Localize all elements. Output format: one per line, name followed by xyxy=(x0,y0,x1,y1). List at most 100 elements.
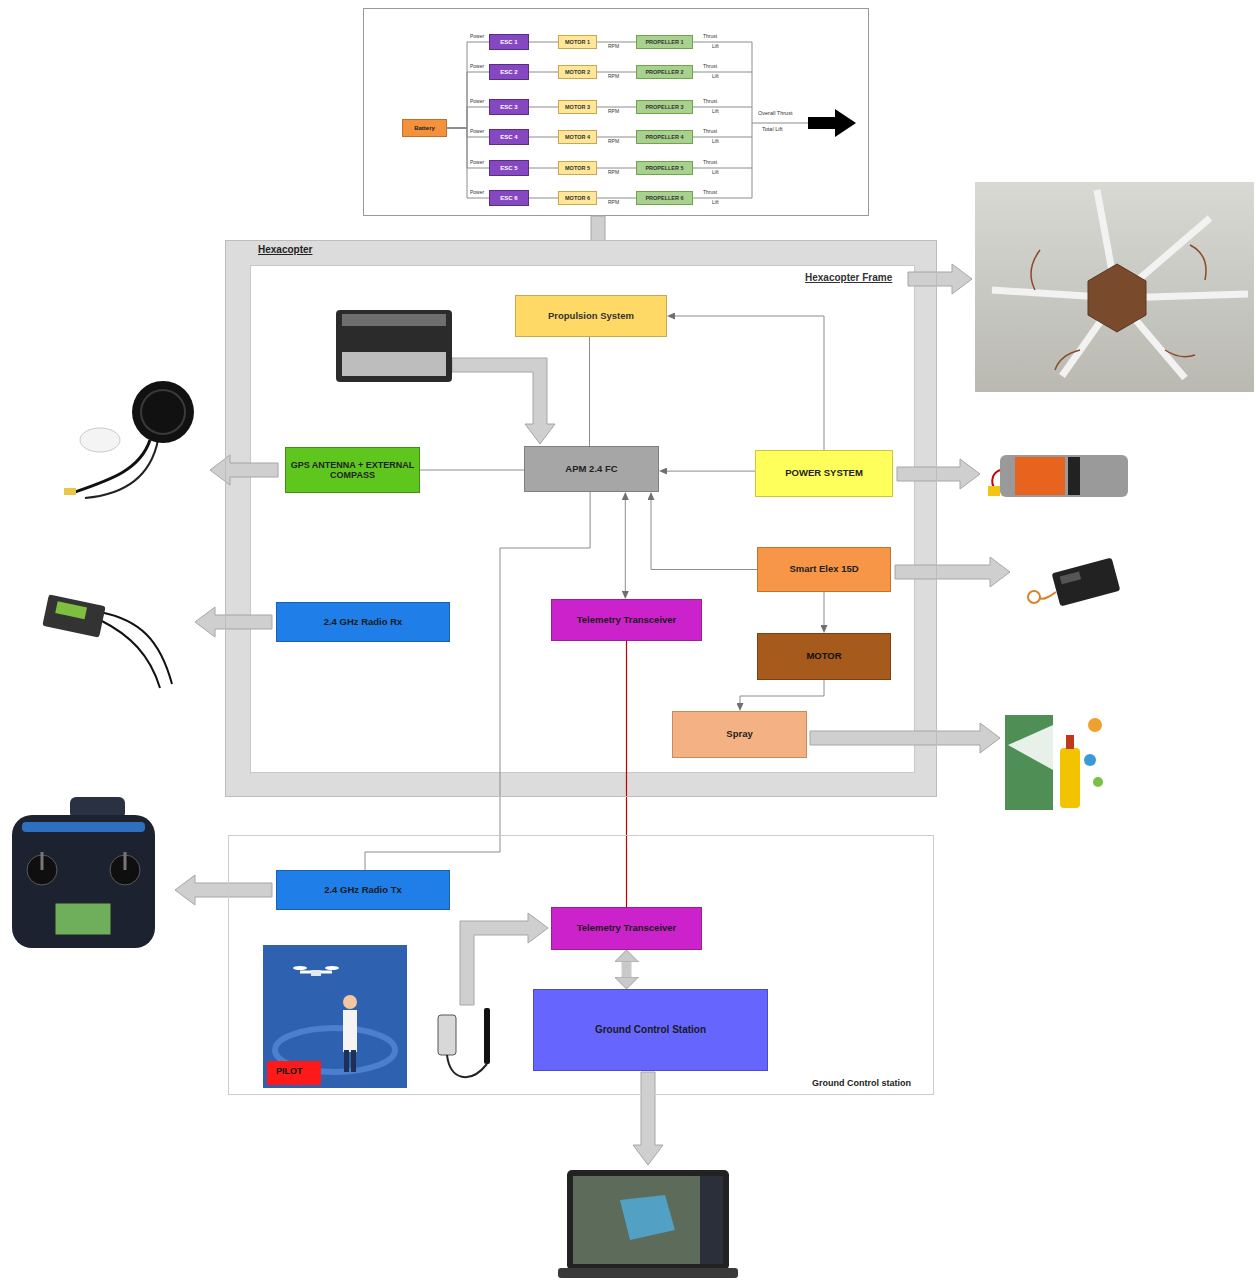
connector xyxy=(447,72,489,128)
connector xyxy=(667,471,755,472)
laptop-base xyxy=(558,1268,738,1278)
band-heading: Hexacopter xyxy=(258,244,312,255)
rx-sticker xyxy=(55,601,87,619)
gps-puck-ring xyxy=(141,390,185,434)
pilot-body xyxy=(343,1010,357,1052)
signal-label: Lift xyxy=(712,44,719,50)
rx-body xyxy=(42,594,105,637)
drone-rotor xyxy=(325,966,339,970)
phone-cable xyxy=(447,1055,487,1077)
connector xyxy=(529,42,558,43)
signal-label: Thrust xyxy=(703,34,717,40)
battery-photo xyxy=(1000,455,1128,497)
gps-mount xyxy=(80,428,120,452)
connector xyxy=(365,492,590,870)
signal-label: Power xyxy=(470,129,484,135)
connector xyxy=(675,316,824,450)
sprayer-nozzle xyxy=(1066,735,1074,749)
system-band: HexacopterPropulsion SystemAPM 2.4 FC GPS… xyxy=(225,240,937,797)
connector xyxy=(597,137,636,138)
connector xyxy=(622,962,632,977)
box-label: GPS ANTENNA + EXTERNAL COMPASS xyxy=(289,460,416,481)
signal-label: Power xyxy=(470,64,484,70)
mission-area xyxy=(620,1195,675,1240)
box-label: MOTOR 2 xyxy=(565,69,590,75)
sprayer-bottle xyxy=(1060,748,1080,808)
connector xyxy=(625,500,626,591)
connector xyxy=(597,198,636,199)
thrust-bus xyxy=(752,42,753,198)
box-label: APM 2.4 FC xyxy=(565,464,617,475)
signal-label: RPM xyxy=(608,200,619,206)
motor-box: MOTOR 1 xyxy=(558,35,597,49)
station-band: Ground Control station2.4 GHz Radio TxTe… xyxy=(228,835,934,1095)
laptop-map xyxy=(573,1176,723,1264)
thrust-wire xyxy=(693,72,752,73)
block-arrow xyxy=(195,607,272,637)
box-label: ESC 5 xyxy=(500,165,517,172)
block-arrow xyxy=(908,264,972,294)
apm-photo xyxy=(336,310,452,382)
gps-connector xyxy=(64,488,76,495)
radio-box: 2.4 GHz Radio Tx xyxy=(276,870,450,910)
signal-label: Thrust xyxy=(703,64,717,70)
box-label: ESC 1 xyxy=(500,39,517,46)
process-box: Smart Elex 15D xyxy=(757,547,891,592)
tx-screen xyxy=(55,903,111,935)
signal-label: Power xyxy=(470,34,484,40)
output-label: Overall Thrust xyxy=(758,110,792,116)
inset-panel xyxy=(364,9,869,216)
connector xyxy=(529,168,558,169)
signal-label: Power xyxy=(470,190,484,196)
thrust-wire xyxy=(693,137,752,138)
process-box: Propulsion System xyxy=(515,295,667,337)
drone-body xyxy=(311,970,321,976)
pilot-tag xyxy=(267,1061,321,1085)
signal-label: Thrust xyxy=(703,190,717,196)
signal-label: Power xyxy=(470,160,484,166)
telemetry-box: Telemetry Transceiver xyxy=(551,599,702,641)
spray-photo xyxy=(1005,715,1053,810)
thrust-wire xyxy=(693,198,752,199)
phone-icon xyxy=(438,1015,456,1055)
sensor-wire xyxy=(1040,592,1056,599)
rx-antenna xyxy=(100,612,172,684)
box-label: POWER SYSTEM xyxy=(785,468,863,479)
thrust-wire xyxy=(752,123,808,124)
thrust-wire xyxy=(693,42,752,43)
propeller-box: PROPELLER 4 xyxy=(636,130,693,144)
connector xyxy=(447,128,489,168)
esc-box: ESC 4 xyxy=(489,129,529,145)
thrust-wire xyxy=(693,168,752,169)
propeller-box: PROPELLER 2 xyxy=(636,65,693,79)
propeller-box: PROPELLER 1 xyxy=(636,35,693,49)
connector xyxy=(420,470,524,471)
pilot-leg xyxy=(351,1050,356,1072)
connector xyxy=(597,107,636,108)
box-label: PROPELLER 5 xyxy=(645,165,683,171)
sensor-probe xyxy=(1028,591,1040,603)
pilot-leg xyxy=(344,1050,349,1072)
connector xyxy=(447,107,489,128)
box-label: 2.4 GHz Radio Rx xyxy=(324,617,403,628)
motor-box: MOTOR 5 xyxy=(558,161,597,175)
drone-rotor xyxy=(293,966,307,970)
box-label: PROPELLER 1 xyxy=(645,39,683,45)
frame-wire xyxy=(1031,245,1206,370)
signal-label: Power xyxy=(470,99,484,105)
box-label: ESC 3 xyxy=(500,104,517,111)
spray-mist xyxy=(1008,725,1053,770)
box-label: Battery xyxy=(414,125,435,132)
box-label: Propulsion System xyxy=(548,311,634,322)
controller-box: APM 2.4 FC xyxy=(524,446,659,492)
apm-pins xyxy=(342,314,446,326)
frame-center-plate xyxy=(1088,264,1146,332)
connector xyxy=(597,72,636,73)
signal-label: Lift xyxy=(712,170,719,176)
battery-connector xyxy=(988,486,1000,496)
signal-label: Thrust xyxy=(703,99,717,105)
signal-label: RPM xyxy=(608,44,619,50)
station-box: Ground Control Station xyxy=(533,989,768,1071)
